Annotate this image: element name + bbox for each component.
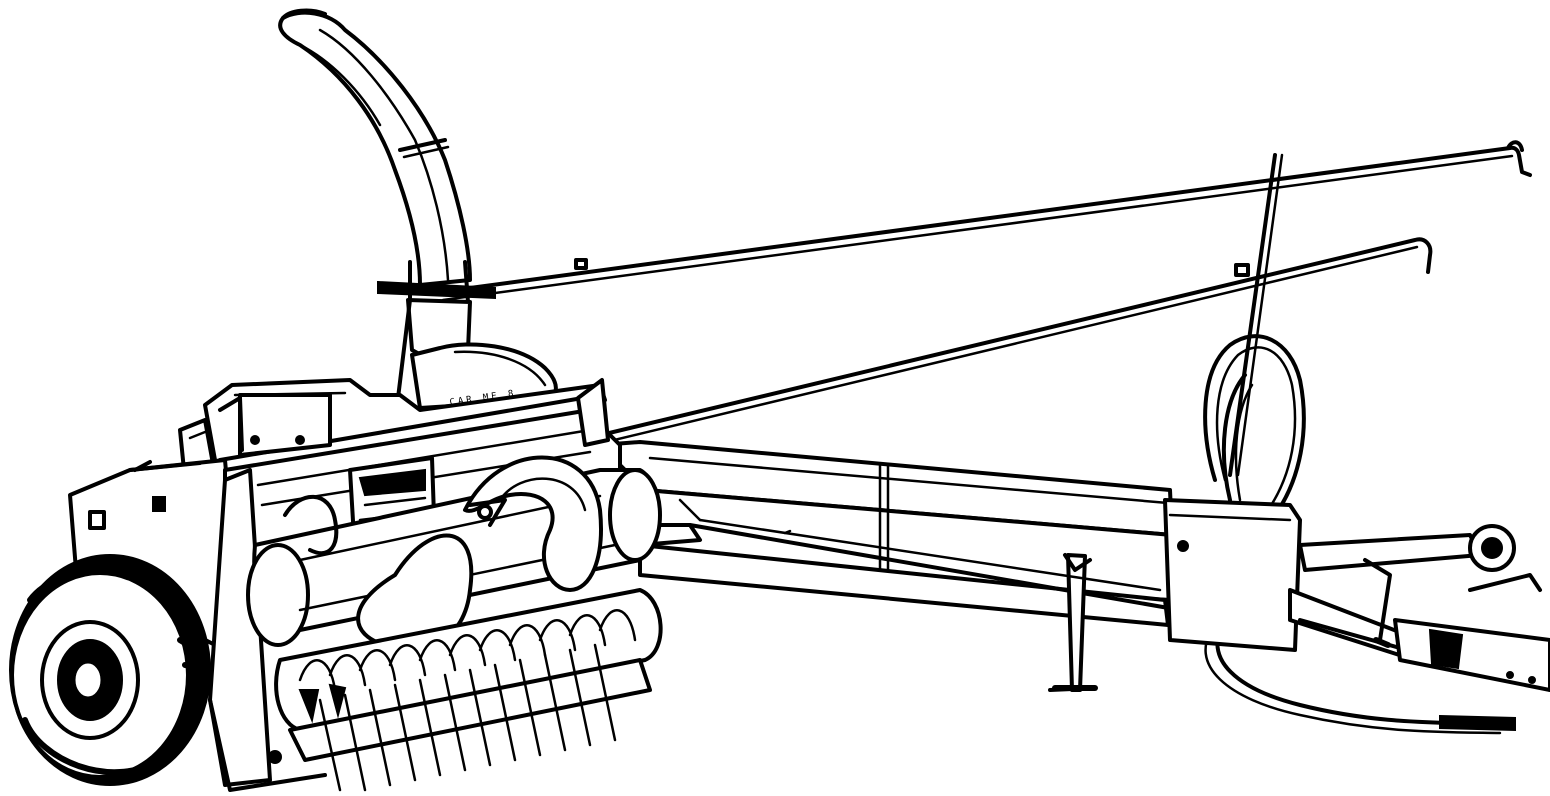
control-rods	[396, 140, 1532, 477]
cross-auger	[246, 455, 662, 652]
wheel	[9, 554, 211, 786]
pto-driveline	[1298, 524, 1542, 648]
hydraulic-hoses	[1203, 334, 1516, 735]
pickup-reel	[274, 588, 663, 792]
discharge-spout	[278, 8, 496, 370]
frame-details	[133, 460, 1162, 764]
jack-stand	[1048, 553, 1098, 692]
